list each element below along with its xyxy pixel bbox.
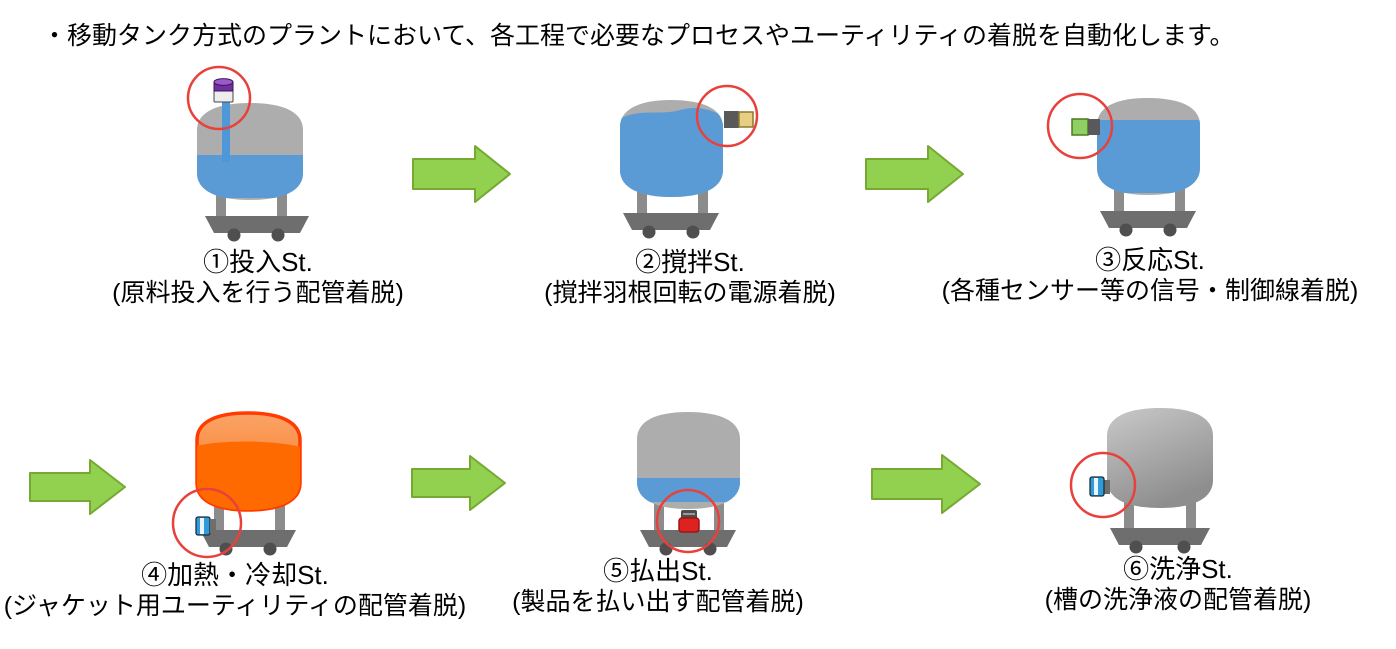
station-1-label: ①投入St. (原料投入を行う配管着脱) [38, 247, 478, 309]
cart-base [640, 530, 736, 547]
bottom-discharge-valve-red-icon [678, 510, 700, 533]
cart-wheel [642, 225, 656, 239]
side-signal-plug-green-icon [1071, 118, 1100, 136]
station-4-title: ④加熱・冷却St. [141, 560, 329, 590]
cart-leg [1124, 494, 1134, 530]
station-3-subtitle: (各種センサー等の信号・制御線着脱) [941, 277, 1359, 305]
station-5-title: ⑤払出St. [603, 556, 713, 586]
cap-top [213, 78, 234, 86]
station-6-label: ⑥洗浄St. (槽の洗浄液の配管着脱) [1008, 554, 1348, 616]
tank-liquid [197, 155, 303, 198]
bottom-utility-pipe-blue-icon [195, 516, 216, 536]
cart-base [1100, 211, 1196, 228]
station-2-title: ②撹拌St. [635, 247, 745, 277]
flow-arrow-icon [865, 145, 964, 203]
station-3-label: ③反応St. (各種センサー等の信号・制御線着脱) [905, 245, 1395, 307]
cart-leg [1175, 180, 1185, 213]
pipe-coupling-stripe [1094, 478, 1098, 495]
cart-wheel [1129, 540, 1143, 554]
cart-wheel [271, 228, 285, 242]
page-title: ・移動タンク方式のプラントにおいて、各工程で必要なプロセスやユーティリティの着脱… [42, 22, 1235, 50]
cart-wheel [263, 542, 277, 556]
cart-leg [1186, 494, 1196, 530]
cart-wheel [227, 228, 241, 242]
tank-station-3 [1046, 92, 1200, 237]
highlight-circle [186, 65, 252, 131]
plug-head [1071, 118, 1089, 136]
valve-body [678, 517, 700, 533]
tank-station-1 [186, 65, 309, 242]
tank-body-empty [1107, 408, 1213, 508]
station-5-label: ⑤払出St. (製品を払い出す配管着脱) [488, 556, 828, 618]
cart-base [1110, 528, 1210, 545]
station-1-title: ①投入St. [203, 247, 313, 277]
highlight-circle [655, 488, 721, 554]
cart-wheel [1119, 223, 1133, 237]
station-6-subtitle: (槽の洗浄液の配管着脱) [1044, 586, 1312, 614]
pipe-coupling-end [210, 519, 216, 533]
feed-pipe [222, 100, 230, 162]
cart-wheel [1163, 223, 1177, 237]
cart-base [200, 530, 296, 547]
cart-base [623, 213, 719, 230]
tank-liquid-hot [197, 441, 300, 510]
side-cleaning-pipe-blue-icon [1089, 476, 1110, 497]
plug-head [738, 111, 754, 128]
flow-arrow-icon [871, 454, 981, 514]
station-3-title: ③反応St. [1095, 245, 1205, 275]
cart-leg [637, 182, 647, 215]
cart-leg [214, 496, 224, 532]
plug-socket [724, 111, 739, 128]
flow-arrow-icon [412, 145, 511, 203]
highlight-circle [1046, 92, 1114, 160]
plug-socket [1088, 119, 1100, 135]
pipe-coupling-end [1103, 480, 1110, 494]
station-2-label: ②撹拌St. (撹拌羽根回転の電源着脱) [490, 247, 890, 309]
pipe-coupling-stripe [200, 518, 204, 534]
cart-leg [277, 185, 287, 218]
valve-neck-line [683, 513, 695, 515]
cart-wheel [1177, 540, 1191, 554]
cart-leg [698, 182, 708, 215]
tank-station-5 [637, 412, 740, 556]
station-2-subtitle: (撹拌羽根回転の電源着脱) [544, 279, 836, 307]
cart-leg [1114, 180, 1124, 213]
cart-base [205, 216, 309, 233]
station-4-subtitle: (ジャケット用ユーティリティの配管着脱) [3, 592, 467, 620]
station-6-title: ⑥洗浄St. [1123, 554, 1233, 584]
tank-liquid [1097, 120, 1200, 193]
cart-leg [275, 496, 285, 532]
top-feed-pipe-purple-cap-icon [213, 78, 234, 103]
cart-leg [216, 185, 226, 218]
tank-station-6 [1069, 408, 1213, 554]
highlight-circle [695, 84, 759, 148]
highlight-circle [1069, 451, 1137, 519]
flow-arrow-icon [411, 455, 506, 511]
station-1-subtitle: (原料投入を行う配管着脱) [112, 279, 404, 307]
station-5-subtitle: (製品を払い出す配管着脱) [512, 588, 804, 616]
side-power-plug-yellow-icon [724, 111, 754, 128]
cart-wheel [686, 225, 700, 239]
flow-arrow-icon [29, 459, 126, 515]
tank-station-4 [171, 411, 302, 559]
tank-station-2 [620, 84, 759, 239]
highlight-circle [171, 487, 243, 559]
station-4-label: ④加熱・冷却St. (ジャケット用ユーティリティの配管着脱) [2, 560, 468, 622]
tank-liquid [620, 108, 723, 197]
